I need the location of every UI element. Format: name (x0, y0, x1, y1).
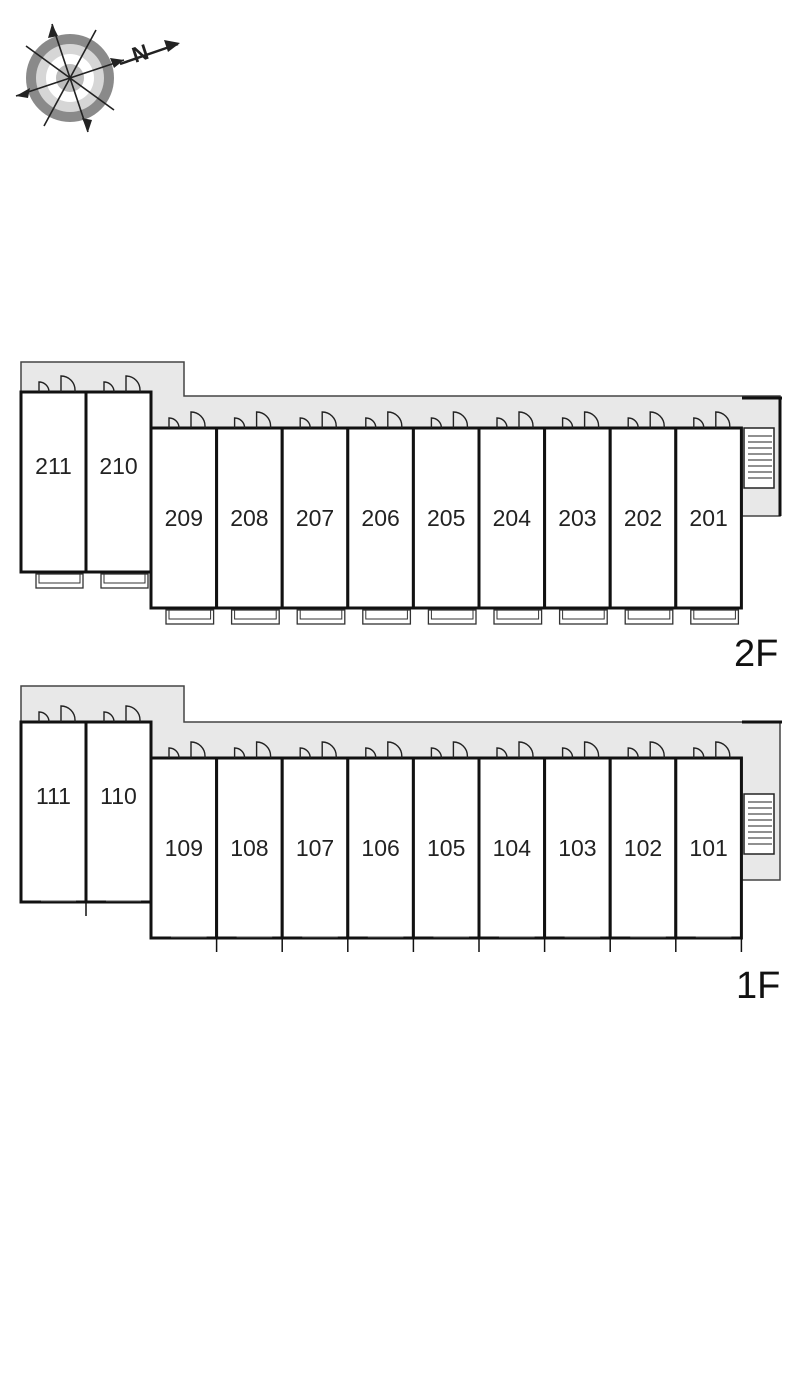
unit-110[interactable]: 110 (84, 705, 153, 916)
unit-number-label: 203 (558, 505, 596, 531)
unit-211[interactable]: 211 (19, 375, 88, 589)
unit-number-label: 106 (361, 835, 399, 861)
floor-2-stairs-icon (743, 427, 775, 489)
unit-number-label: 111 (36, 783, 71, 809)
unit-number-label: 211 (35, 453, 72, 479)
unit-number-label: 209 (165, 505, 203, 531)
unit-208[interactable]: 208 (215, 411, 284, 625)
unit-number-label: 103 (558, 835, 596, 861)
unit-204[interactable]: 204 (477, 411, 547, 625)
unit-number-label: 206 (361, 505, 399, 531)
unit-207[interactable]: 207 (280, 411, 350, 625)
compass-north-label: N (129, 39, 152, 68)
unit-104[interactable]: 104 (477, 741, 547, 952)
unit-210[interactable]: 210 (84, 375, 153, 589)
floor-1-plan: 111 110 109 108 107 106 105 104 103 102 101 1F (19, 685, 782, 1007)
unit-206[interactable]: 206 (346, 411, 415, 625)
unit-105[interactable]: 105 (411, 741, 481, 952)
unit-number-label: 101 (689, 835, 727, 861)
unit-number-label: 201 (689, 505, 727, 531)
unit-103[interactable]: 103 (543, 741, 612, 952)
unit-108[interactable]: 108 (215, 741, 284, 952)
unit-number-label: 110 (100, 783, 137, 809)
unit-number-label: 204 (493, 505, 532, 531)
unit-number-label: 108 (230, 835, 268, 861)
compass-icon: N (15, 23, 180, 133)
floor-2-label: 2F (734, 633, 778, 675)
unit-number-label: 208 (230, 505, 268, 531)
unit-number-label: 205 (427, 505, 465, 531)
unit-number-label: 107 (296, 835, 334, 861)
floor-1-stairs-icon (743, 793, 775, 855)
unit-number-label: 207 (296, 505, 334, 531)
unit-number-label: 210 (99, 453, 137, 479)
unit-111[interactable]: 111 (19, 705, 88, 916)
unit-201[interactable]: 201 (674, 411, 743, 625)
unit-number-label: 104 (493, 835, 532, 861)
unit-number-label: 109 (165, 835, 203, 861)
unit-number-label: 105 (427, 835, 465, 861)
unit-202[interactable]: 202 (608, 411, 678, 625)
unit-109[interactable]: 109 (149, 741, 219, 952)
floor-1-label: 1F (736, 965, 780, 1007)
unit-number-label: 102 (624, 835, 662, 861)
unit-205[interactable]: 205 (411, 411, 481, 625)
unit-101[interactable]: 101 (674, 741, 743, 952)
unit-102[interactable]: 102 (608, 741, 678, 952)
unit-209[interactable]: 209 (149, 411, 219, 625)
unit-106[interactable]: 106 (346, 741, 415, 952)
floor-2-plan: 211 210 209 208 207 206 205 204 203 202 201 2F (19, 361, 782, 675)
unit-107[interactable]: 107 (280, 741, 350, 952)
unit-203[interactable]: 203 (543, 411, 612, 625)
unit-number-label: 202 (624, 505, 662, 531)
